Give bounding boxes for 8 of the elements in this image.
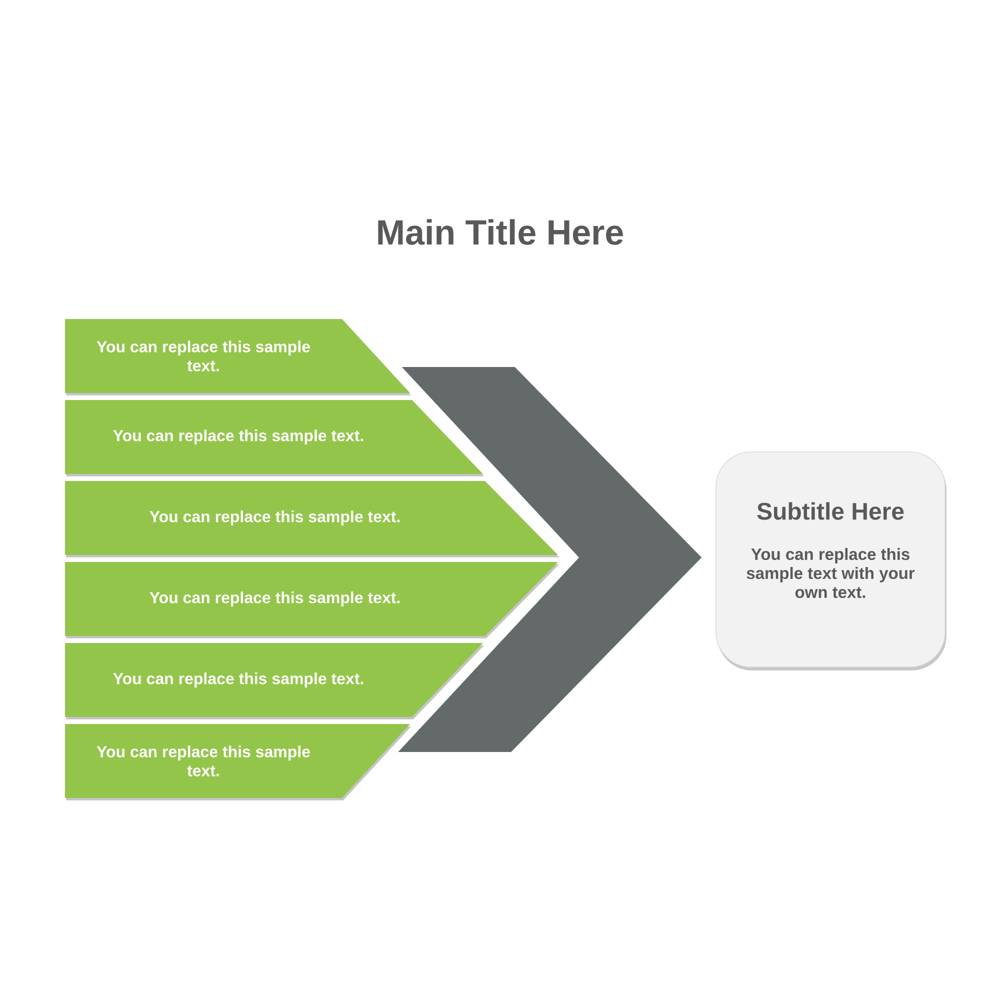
chevron-arrow: [398, 367, 702, 752]
band: You can replace this sample text.: [65, 400, 484, 476]
title: Main Title Here: [378, 219, 623, 245]
band: You can replace this sample text.: [65, 481, 560, 558]
band: You can replace this sample text.: [65, 562, 560, 638]
band: You can replace this sample text.: [65, 643, 484, 720]
band: You can replace this sample text.: [65, 724, 412, 800]
band: You can replace this sample text.: [65, 319, 412, 396]
